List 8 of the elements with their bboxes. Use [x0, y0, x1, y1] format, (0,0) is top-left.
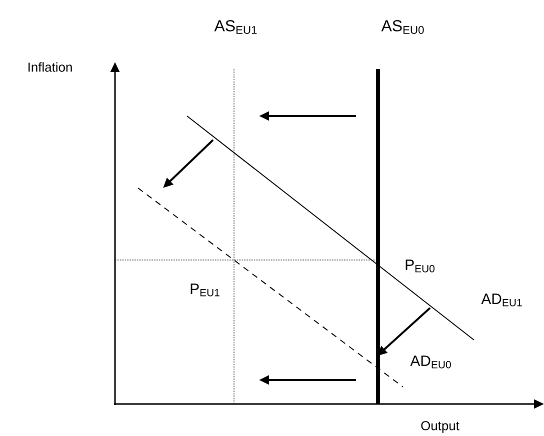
curve-label: AD$_{EU1}$ [481, 294, 522, 306]
curve-label: AS$_{EU0}$ [381, 20, 424, 34]
point-label: P$_{EU0}$ [406, 260, 434, 272]
curve-label: AD$_{EU0}$ [410, 356, 451, 368]
curve-label: AS$_{EU1}$ [214, 20, 257, 34]
axis-label: Output [421, 421, 460, 433]
point-label: P$_{EU1}$ [190, 284, 220, 296]
axis-label: Inflation [28, 62, 72, 72]
